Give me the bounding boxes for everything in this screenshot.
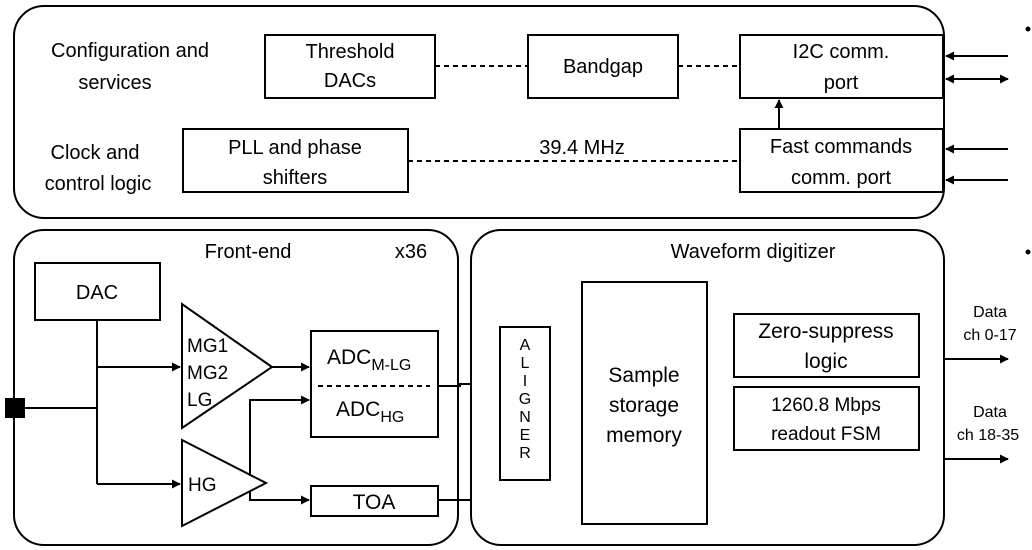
front-end-title: Front-end bbox=[205, 241, 292, 263]
threshold-dacs-label-2: DACs bbox=[324, 70, 376, 92]
aligner-letter: E bbox=[520, 427, 531, 444]
waveform-digitizer-title: Waveform digitizer bbox=[671, 241, 836, 263]
aligner-letter: N bbox=[519, 409, 531, 426]
i2c-port-label-1: I2C comm. bbox=[793, 41, 890, 63]
aligner-block bbox=[499, 326, 551, 481]
sample-memory-label-2: storage bbox=[609, 394, 679, 417]
sample-memory-block bbox=[581, 281, 708, 525]
data-out-label-1b: ch 0-17 bbox=[963, 327, 1016, 344]
fast-commands-label-1: Fast commands bbox=[770, 136, 912, 158]
data-out-label-2a: Data bbox=[973, 404, 1007, 421]
toa-label: TOA bbox=[353, 491, 396, 514]
sample-memory-label-1: Sample bbox=[608, 364, 679, 387]
clock-frequency-label: 39.4 MHz bbox=[539, 137, 625, 159]
dac-block bbox=[34, 262, 161, 321]
zero-suppress-block bbox=[733, 313, 920, 378]
clock-control-label-2: control logic bbox=[45, 173, 152, 195]
amp-mg1-label: MG1 bbox=[187, 336, 228, 357]
hg-amplifier bbox=[181, 438, 269, 528]
zero-suppress-label-1: Zero-suppress bbox=[758, 320, 893, 343]
bullet-dot-2 bbox=[1025, 249, 1031, 255]
config-services-label-1: Configuration and bbox=[51, 40, 209, 62]
aligner-letter: R bbox=[519, 445, 531, 462]
adc-mlg-label: ADCM-LG bbox=[327, 346, 411, 374]
pll-label-2: shifters bbox=[263, 167, 327, 189]
threshold-dacs-block bbox=[264, 34, 436, 99]
fast-commands-label-2: comm. port bbox=[791, 167, 891, 189]
i2c-port-label-2: port bbox=[824, 72, 859, 94]
toa-block bbox=[310, 485, 439, 517]
sample-memory-label-3: memory bbox=[606, 424, 682, 447]
bullet-dot-1 bbox=[1025, 26, 1031, 32]
hg-to-adc-arrow bbox=[249, 395, 310, 476]
config-services-label-2: services bbox=[78, 72, 151, 94]
aligner-letter: I bbox=[523, 373, 527, 390]
amp-lg-label: LG bbox=[187, 390, 212, 411]
amp-mg2-label: MG2 bbox=[187, 363, 228, 384]
hg-to-toa-arrow bbox=[249, 492, 310, 505]
adc-block bbox=[310, 330, 439, 438]
threshold-dacs-label-1: Threshold bbox=[306, 41, 395, 63]
readout-fsm-block bbox=[733, 386, 920, 451]
pll-label-1: PLL and phase bbox=[228, 137, 362, 159]
input-pad bbox=[5, 398, 25, 418]
clock-control-label-1: Clock and bbox=[51, 142, 140, 164]
data-out-label-1a: Data bbox=[973, 304, 1007, 321]
zero-suppress-label-2: logic bbox=[804, 350, 847, 373]
i2c-port-block bbox=[739, 34, 944, 99]
aligner-letter: A bbox=[520, 337, 531, 354]
amp-hg-label: HG bbox=[188, 475, 217, 496]
adc-hg-label: ADCHG bbox=[336, 398, 404, 426]
mg-lg-amplifier bbox=[181, 302, 274, 430]
bandgap-label: Bandgap bbox=[563, 56, 643, 78]
dac-label: DAC bbox=[76, 282, 118, 304]
readout-fsm-label-1: 1260.8 Mbps bbox=[771, 395, 881, 416]
aligner-letters: A L I G N E R bbox=[519, 337, 531, 462]
readout-fsm-label-2: readout FSM bbox=[771, 424, 881, 445]
aligner-letter: G bbox=[519, 391, 531, 408]
pll-block bbox=[182, 128, 409, 193]
aligner-letter: L bbox=[521, 355, 530, 372]
fast-commands-block bbox=[739, 128, 944, 193]
bandgap-block bbox=[527, 34, 679, 99]
front-end-multiplier: x36 bbox=[395, 241, 427, 263]
data-out-label-2b: ch 18-35 bbox=[957, 427, 1019, 444]
